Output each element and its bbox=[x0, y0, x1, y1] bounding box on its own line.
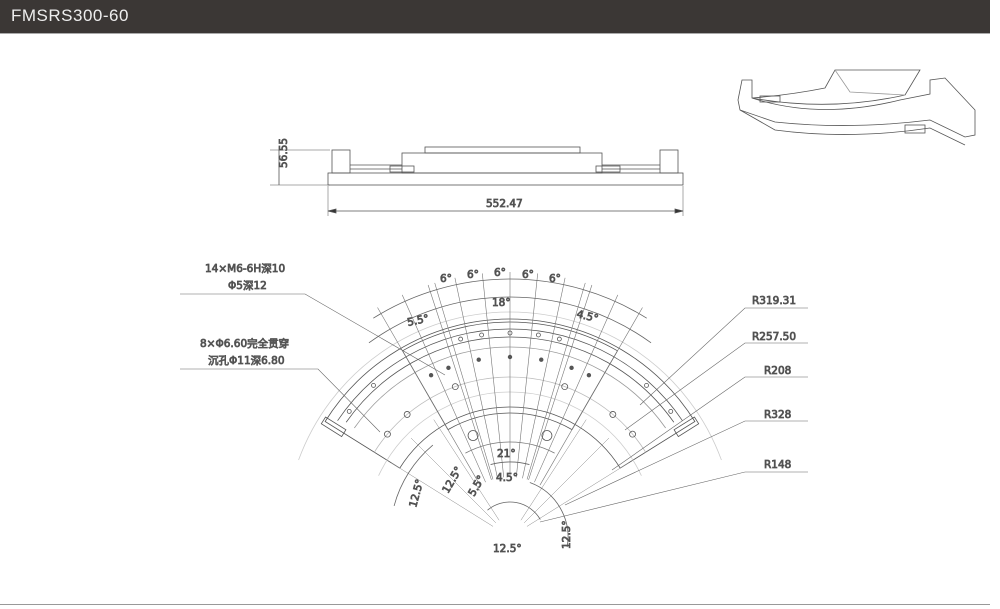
angle-6-4: 6° bbox=[522, 269, 534, 281]
dim-arc-right bbox=[529, 482, 569, 548]
radial-line-11 bbox=[434, 282, 494, 480]
large-hole bbox=[467, 430, 479, 441]
mount-hole bbox=[535, 332, 541, 338]
mount-hole bbox=[668, 409, 674, 414]
large-hole bbox=[541, 430, 553, 441]
height-dimension: 56.55 bbox=[278, 138, 290, 168]
tapped-hole bbox=[569, 365, 574, 371]
radial-line-12 bbox=[526, 282, 586, 480]
radial-line-1 bbox=[401, 294, 486, 483]
model-title: FMSRS300-60 bbox=[11, 6, 129, 25]
tapped-hole bbox=[446, 365, 451, 371]
angle-18: 18° bbox=[492, 297, 511, 309]
footer-divider bbox=[0, 604, 990, 605]
angle-ray-2 bbox=[433, 419, 500, 521]
end-stop bbox=[673, 416, 700, 438]
dim-arc-6deg bbox=[373, 278, 647, 319]
radial-line-2 bbox=[427, 284, 492, 481]
side-view bbox=[270, 146, 684, 216]
isometric-view bbox=[737, 69, 976, 146]
angle-ray-5 bbox=[526, 462, 629, 527]
angle-21: 21° bbox=[497, 448, 516, 460]
mount-hole bbox=[479, 332, 485, 338]
radial-line-0 bbox=[377, 307, 481, 486]
plan-view bbox=[298, 272, 722, 548]
angle-5-5-top: 5.5° bbox=[406, 313, 430, 329]
radial-line-3 bbox=[454, 277, 498, 479]
mount-hole bbox=[556, 336, 562, 342]
mount-hole bbox=[371, 382, 376, 388]
radial-line-6 bbox=[515, 273, 538, 478]
dim-arc-top bbox=[368, 296, 652, 344]
radial-line-10 bbox=[539, 307, 643, 486]
mount-hole bbox=[458, 336, 464, 342]
radial-line-9 bbox=[534, 294, 619, 483]
angle-5-5-bot: 5.5° bbox=[466, 473, 487, 498]
radial-line-8 bbox=[528, 284, 593, 481]
angle-6-5: 6° bbox=[549, 273, 561, 285]
tapped-hole bbox=[586, 373, 592, 378]
through-hole bbox=[609, 411, 617, 418]
end-stop bbox=[320, 416, 347, 438]
callout-tapped-2: Φ5深12 bbox=[228, 280, 267, 292]
radius-328: R328 bbox=[764, 409, 791, 421]
title-bar: FMSRS300-60 bbox=[0, 0, 990, 34]
mount-hole bbox=[507, 330, 513, 336]
angle-12-5-c: 12.5° bbox=[493, 543, 522, 555]
callout-leaders bbox=[180, 293, 808, 523]
angle-6-3: 6° bbox=[494, 267, 506, 279]
width-dimension: 552.47 bbox=[486, 198, 523, 210]
angle-4-5-bot: 4.5° bbox=[496, 472, 518, 484]
angle-ray-3 bbox=[520, 419, 587, 521]
tapped-hole bbox=[507, 354, 513, 360]
dim-arc-bottom bbox=[490, 461, 530, 465]
angle-6-2: 6° bbox=[467, 269, 479, 281]
dim-arc-center bbox=[487, 501, 541, 520]
angle-4-5-top: 4.5° bbox=[575, 308, 599, 325]
radius-319: R319.31 bbox=[752, 295, 796, 307]
tapped-hole bbox=[476, 357, 481, 362]
mount-hole bbox=[644, 382, 649, 388]
through-hole bbox=[384, 430, 391, 438]
radial-line-7 bbox=[522, 277, 566, 479]
angle-ray-4 bbox=[523, 437, 610, 524]
through-hole bbox=[561, 383, 569, 391]
angle-12-5-a: 12.5° bbox=[440, 465, 465, 496]
callout-tapped-1: 14×M6-6H深10 bbox=[205, 263, 285, 275]
through-hole bbox=[629, 430, 636, 438]
angle-12-5-d: 12.5° bbox=[561, 520, 573, 549]
tapped-hole bbox=[539, 357, 544, 362]
angle-12-5-b: 12.5° bbox=[407, 478, 426, 509]
angle-6-1: 6° bbox=[440, 273, 452, 285]
radius-208: R208 bbox=[764, 365, 791, 377]
radius-148: R148 bbox=[764, 459, 791, 471]
base-outline bbox=[324, 318, 696, 469]
mount-hole bbox=[346, 409, 352, 414]
radial-line-4 bbox=[482, 273, 505, 478]
tapped-hole bbox=[428, 373, 434, 378]
callout-through-1: 8×Φ6.60完全贯穿 bbox=[200, 337, 289, 350]
radius-257: R257.50 bbox=[752, 331, 796, 343]
callout-through-2: 沉孔Φ11深6.80 bbox=[208, 354, 285, 367]
through-hole bbox=[451, 383, 459, 391]
dim-arc-left bbox=[393, 444, 434, 507]
through-hole bbox=[403, 411, 411, 418]
